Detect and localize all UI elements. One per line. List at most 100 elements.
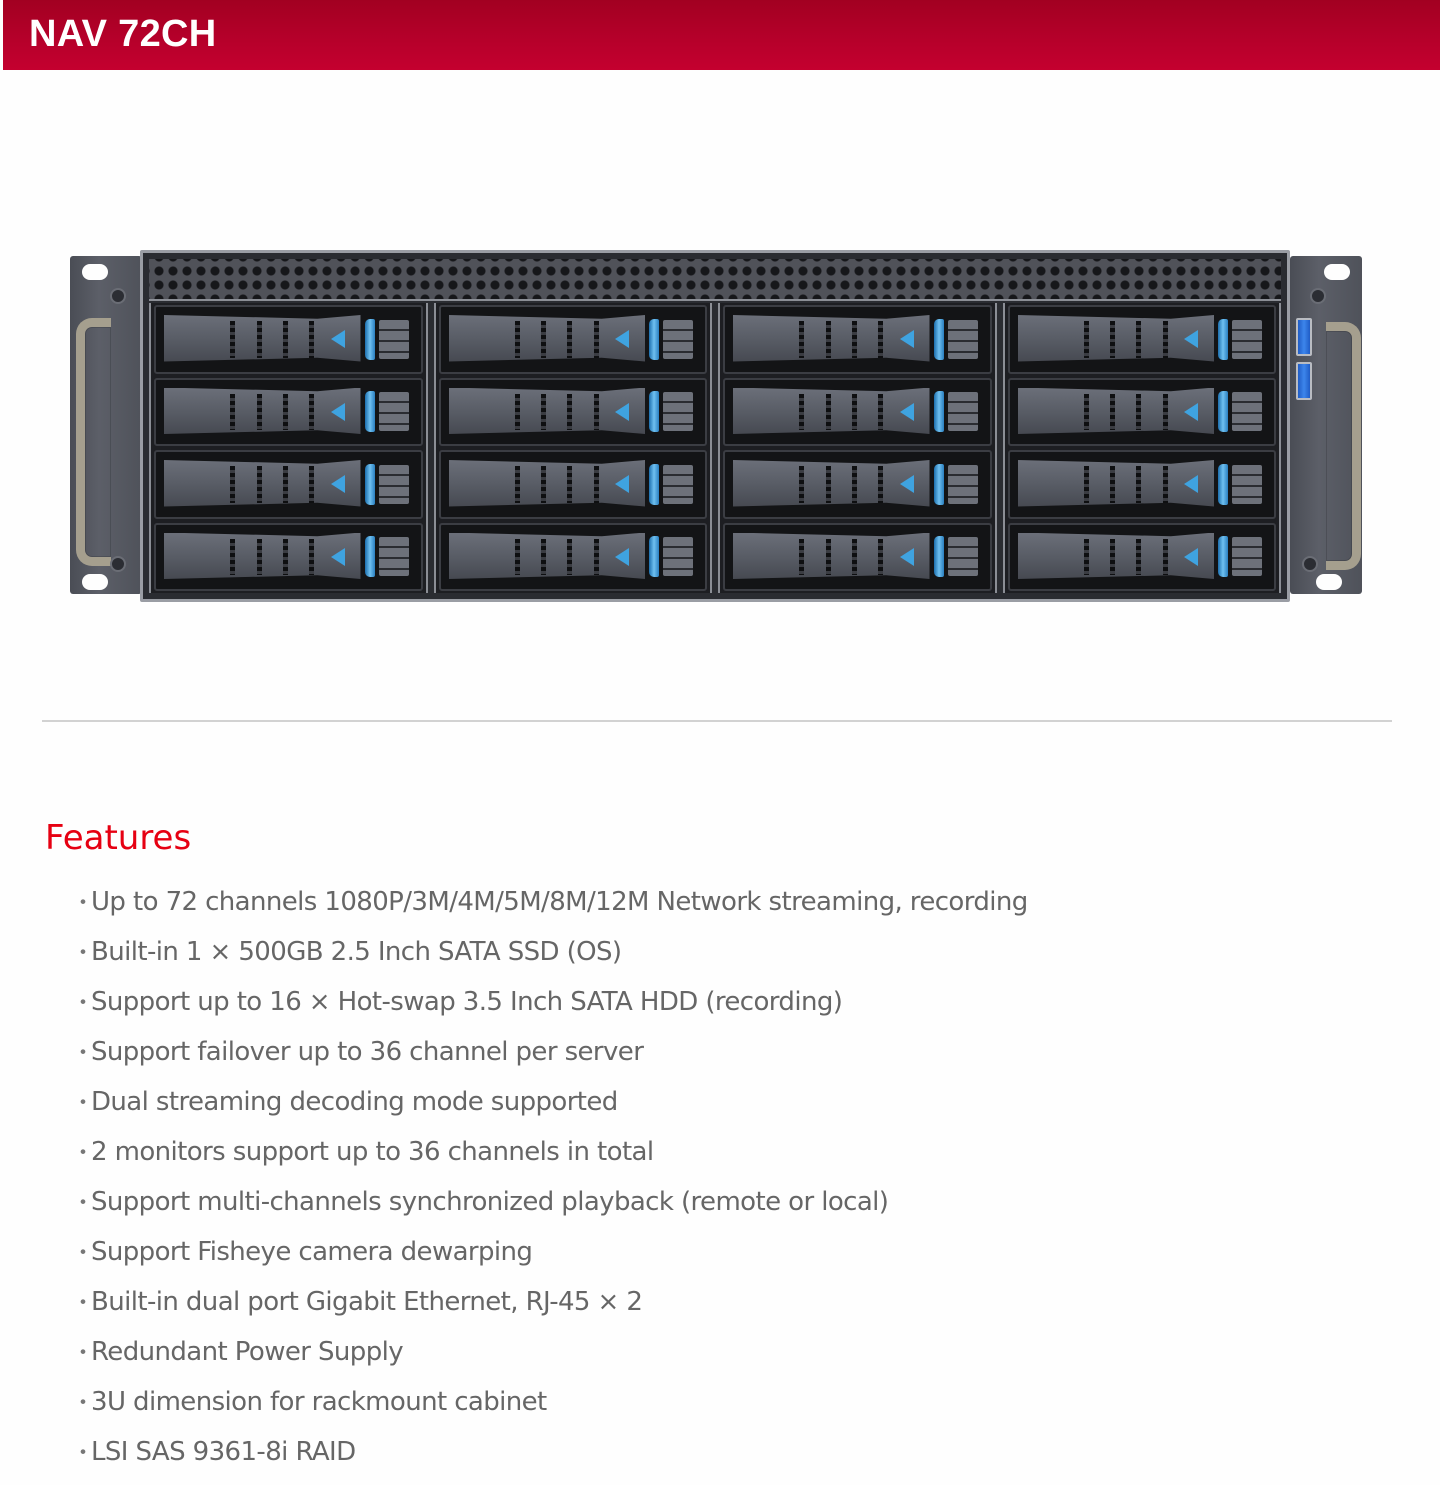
bullet-icon: ・: [72, 1291, 94, 1316]
tray-lever: [947, 464, 978, 504]
tray-lever: [378, 464, 409, 504]
triangle-left-icon: [899, 547, 914, 566]
tray-lever: [1232, 319, 1262, 359]
hdd-tray: [723, 377, 992, 446]
hdd-tray: [723, 522, 992, 591]
feature-text: Dual streaming decoding mode supported: [91, 1087, 618, 1117]
right-rack-ear: [1290, 256, 1362, 594]
grip-slot: [282, 466, 288, 503]
tray-face: [733, 315, 930, 362]
mount-slot-icon: [82, 574, 108, 590]
grip-slot: [1136, 321, 1142, 358]
screw-icon: [110, 556, 126, 572]
triangle-left-icon: [899, 330, 914, 349]
drive-bay-column: [1002, 303, 1281, 593]
grip-slot: [1110, 466, 1115, 503]
feature-text: 2 monitors support up to 36 channels in …: [91, 1137, 654, 1167]
feature-text: Support Fisheye camera dewarping: [91, 1237, 533, 1267]
grip-slot: [593, 321, 599, 358]
hdd-tray: [438, 305, 707, 374]
bullet-icon: ・: [72, 1091, 94, 1116]
grip-slot: [309, 538, 315, 575]
bullet-icon: ・: [72, 1441, 94, 1466]
feature-text: Support multi-channels synchronized play…: [91, 1187, 889, 1217]
hdd-tray: [154, 450, 423, 519]
grip-slot: [1136, 393, 1142, 430]
hdd-tray: [154, 305, 423, 374]
tray-latch: [933, 318, 944, 360]
drive-bay-column: [718, 303, 997, 593]
grip-slot: [1083, 538, 1089, 575]
grip-slot: [593, 538, 599, 575]
tray-lever: [663, 392, 693, 432]
feature-item: ・2 monitors support up to 36 channels in…: [72, 1130, 1028, 1180]
screw-icon: [110, 288, 126, 304]
grip-slot: [799, 321, 805, 358]
hdd-tray: [1007, 305, 1276, 374]
screw-icon: [1310, 288, 1326, 304]
grip-slot: [1110, 393, 1115, 430]
grip-slot: [825, 393, 831, 430]
grip-slot: [541, 538, 546, 575]
tray-lever: [947, 392, 978, 432]
grip-slot: [230, 321, 236, 358]
usb-port-icon: [1296, 362, 1312, 400]
triangle-left-icon: [615, 475, 629, 494]
tray-face: [448, 532, 645, 579]
hdd-tray: [1007, 377, 1276, 446]
grip-slot: [309, 321, 315, 358]
feature-item: ・Support multi-channels synchronized pla…: [72, 1180, 1028, 1230]
usb-port-icon: [1296, 318, 1312, 356]
bullet-icon: ・: [72, 1191, 94, 1216]
tray-face: [164, 315, 361, 362]
feature-item: ・Support Fisheye camera dewarping: [72, 1230, 1028, 1280]
bullet-icon: ・: [72, 1041, 94, 1066]
tray-latch: [933, 463, 944, 505]
grip-slot: [1110, 321, 1115, 358]
tray-face: [448, 387, 645, 434]
grip-slot: [230, 466, 236, 503]
triangle-left-icon: [615, 330, 629, 349]
left-rack-ear: [70, 256, 142, 594]
page-header: NAV 72CH: [3, 0, 1440, 70]
hdd-tray: [438, 522, 707, 591]
feature-item: ・Dual streaming decoding mode supported: [72, 1080, 1028, 1130]
grip-slot: [541, 466, 546, 503]
bullet-icon: ・: [72, 941, 94, 966]
grip-slot: [1162, 466, 1168, 503]
grip-slot: [282, 393, 288, 430]
bullet-icon: ・: [72, 1141, 94, 1166]
bullet-icon: ・: [72, 1391, 94, 1416]
feature-text: Built-in 1 × 500GB 2.5 Inch SATA SSD (OS…: [91, 937, 622, 967]
grip-slot: [825, 538, 831, 575]
page-title: NAV 72CH: [29, 13, 217, 55]
grip-slot: [567, 321, 573, 358]
grip-slot: [878, 393, 884, 430]
feature-item: ・Built-in 1 × 500GB 2.5 Inch SATA SSD (O…: [72, 930, 1028, 980]
tray-lever: [1232, 537, 1262, 577]
drive-bay-column: [433, 303, 712, 593]
rack-handle-icon: [76, 318, 111, 566]
grip-slot: [1083, 393, 1089, 430]
triangle-left-icon: [615, 547, 629, 566]
tray-latch: [364, 536, 375, 578]
tray-latch: [933, 536, 944, 578]
feature-item: ・LSI SAS 9361-8i RAID: [72, 1430, 1028, 1480]
grip-slot: [1136, 538, 1142, 575]
feature-item: ・Built-in dual port Gigabit Ethernet, RJ…: [72, 1280, 1028, 1330]
tray-lever: [1232, 464, 1262, 504]
tray-lever: [378, 392, 409, 432]
tray-latch: [1218, 391, 1228, 433]
hdd-tray: [154, 377, 423, 446]
rack-handle-icon: [1326, 322, 1361, 570]
tray-face: [1017, 387, 1214, 434]
grip-slot: [256, 538, 262, 575]
tray-lever: [663, 464, 693, 504]
triangle-left-icon: [1184, 475, 1198, 494]
drive-bays: [149, 303, 1281, 593]
hdd-tray: [1007, 522, 1276, 591]
grip-slot: [878, 538, 884, 575]
feature-text: 3U dimension for rackmount cabinet: [91, 1387, 547, 1417]
mount-slot-icon: [1324, 264, 1350, 280]
grip-slot: [309, 393, 315, 430]
